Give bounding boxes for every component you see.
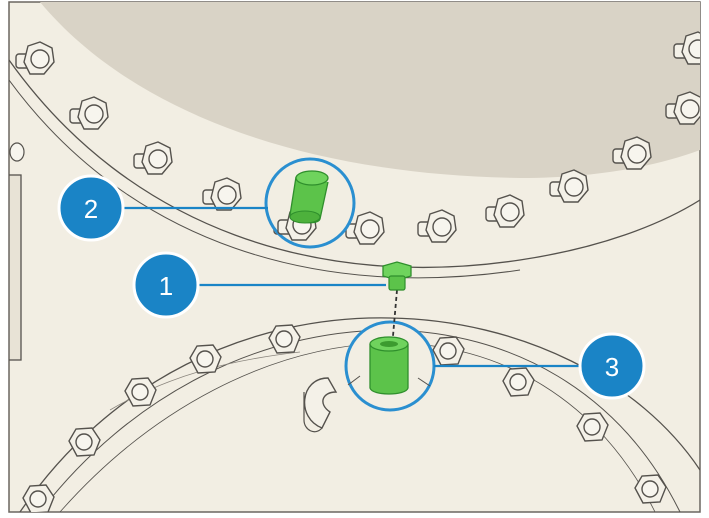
green-sleeve-upper	[289, 170, 329, 224]
side-bracket	[9, 174, 22, 361]
upper-flange-rim-inner	[9, 79, 521, 279]
upper-flange-rim	[9, 59, 700, 269]
small-hex-bolt	[382, 261, 412, 291]
green-sleeve-lower	[369, 336, 409, 395]
callout-badge-1: 1	[132, 251, 200, 319]
upper-flange-shadow	[40, 2, 700, 178]
callout-number: 2	[84, 194, 98, 224]
callout-badge-3: 3	[578, 332, 646, 400]
side-bracket-hole	[9, 142, 25, 162]
detail-ring-2	[264, 157, 356, 249]
callout-number: 1	[159, 271, 173, 301]
callout-number: 3	[605, 352, 619, 382]
c-spacer	[303, 377, 338, 433]
detail-ring-3	[344, 320, 436, 412]
callout-badge-2: 2	[57, 174, 125, 242]
alignment-dashed-line	[392, 289, 398, 337]
